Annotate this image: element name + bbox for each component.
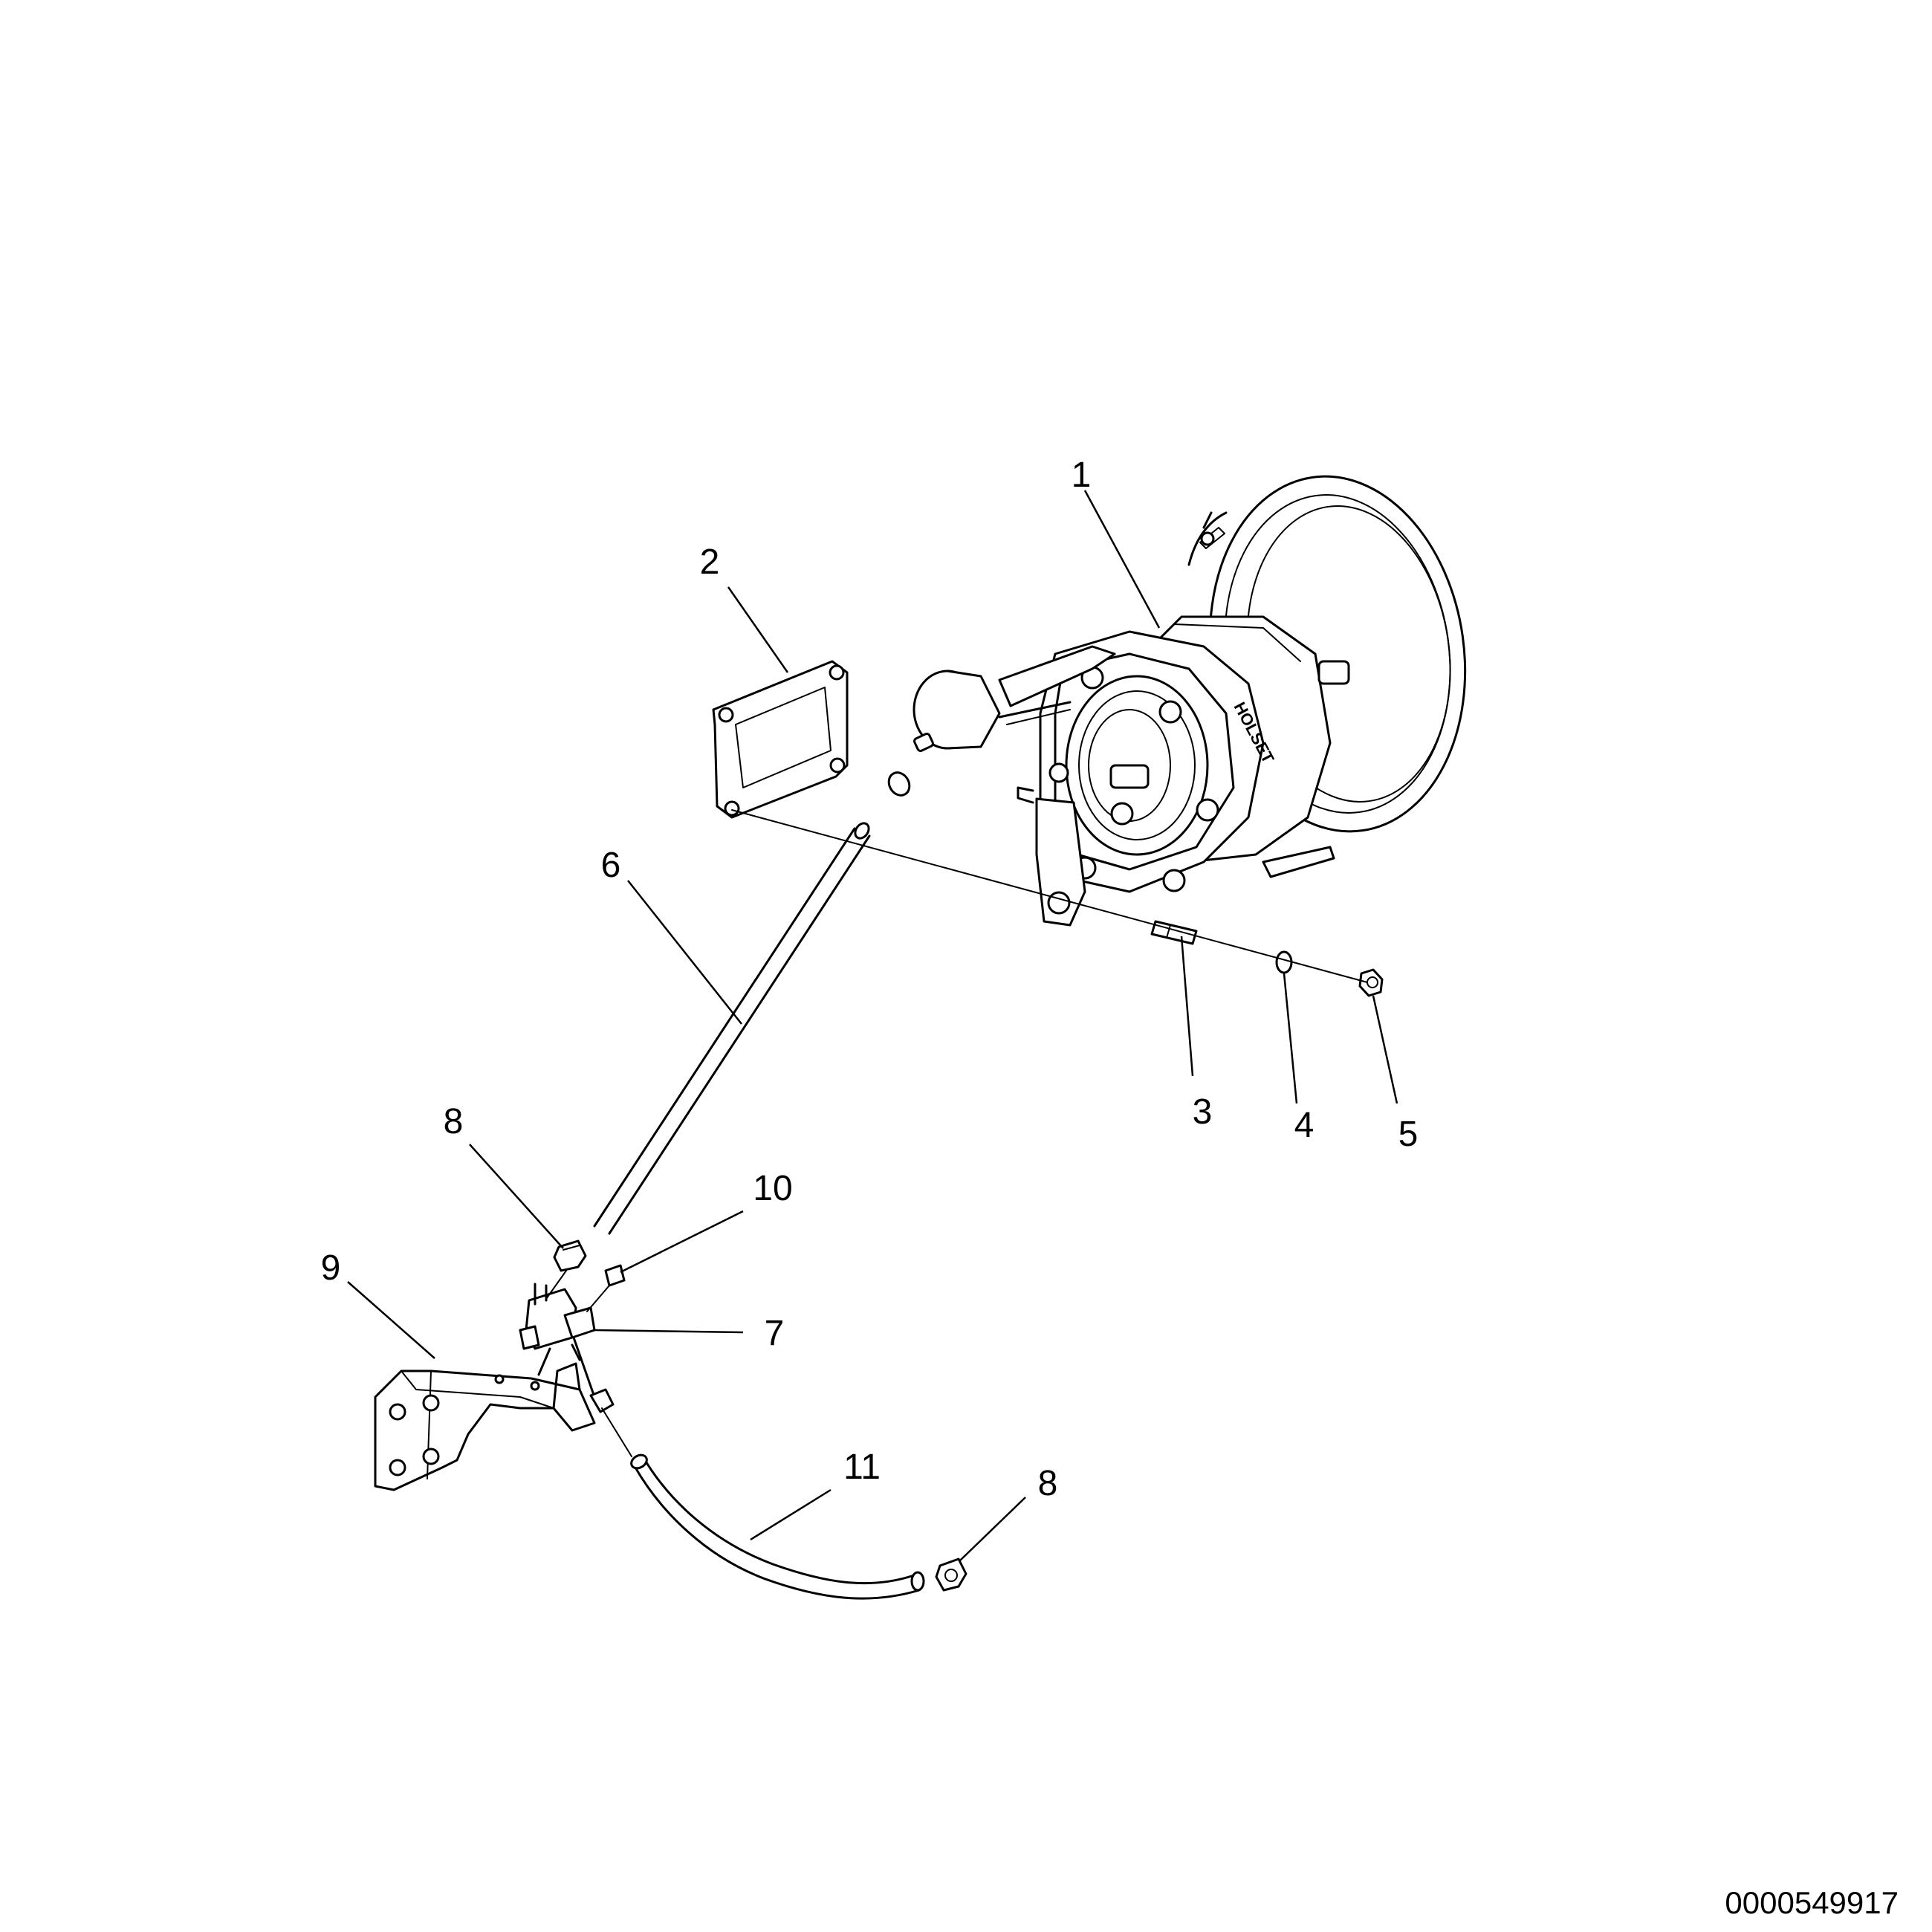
hose-clamp-mid — [589, 1388, 615, 1413]
document-number: 0000549917 — [1725, 1885, 1899, 1920]
callout-8-lower: 8 — [1038, 1464, 1058, 1503]
callout-3: 3 — [1193, 1092, 1213, 1132]
fitting — [586, 1264, 626, 1312]
callout-8-upper: 8 — [444, 1102, 464, 1141]
callout-9: 9 — [321, 1248, 341, 1288]
hose-upper — [593, 822, 871, 1235]
hose-lower — [601, 1407, 925, 1600]
callout-6: 6 — [601, 846, 621, 885]
stud — [1150, 920, 1198, 945]
solenoid-valve — [519, 1283, 596, 1398]
callout-5: 5 — [1398, 1115, 1419, 1154]
leader-lines — [347, 490, 1398, 1561]
callout-1: 1 — [1072, 456, 1092, 495]
callout-4: 4 — [1294, 1106, 1315, 1145]
callout-11: 11 — [843, 1448, 881, 1487]
turbocharger: HOLSET — [887, 475, 1467, 927]
callout-2: 2 — [700, 542, 720, 582]
callout-7: 7 — [765, 1314, 785, 1353]
callout-10: 10 — [753, 1169, 792, 1208]
callout-numbers: 1 2 3 4 5 6 7 8 8 9 10 11 — [321, 456, 1419, 1503]
washer — [1275, 950, 1293, 974]
nut — [1358, 968, 1384, 997]
gasket — [712, 660, 849, 819]
mounting-bracket — [374, 1362, 596, 1491]
assembly-axis-line — [731, 809, 1368, 983]
hose-clamp-lower — [935, 1557, 967, 1592]
